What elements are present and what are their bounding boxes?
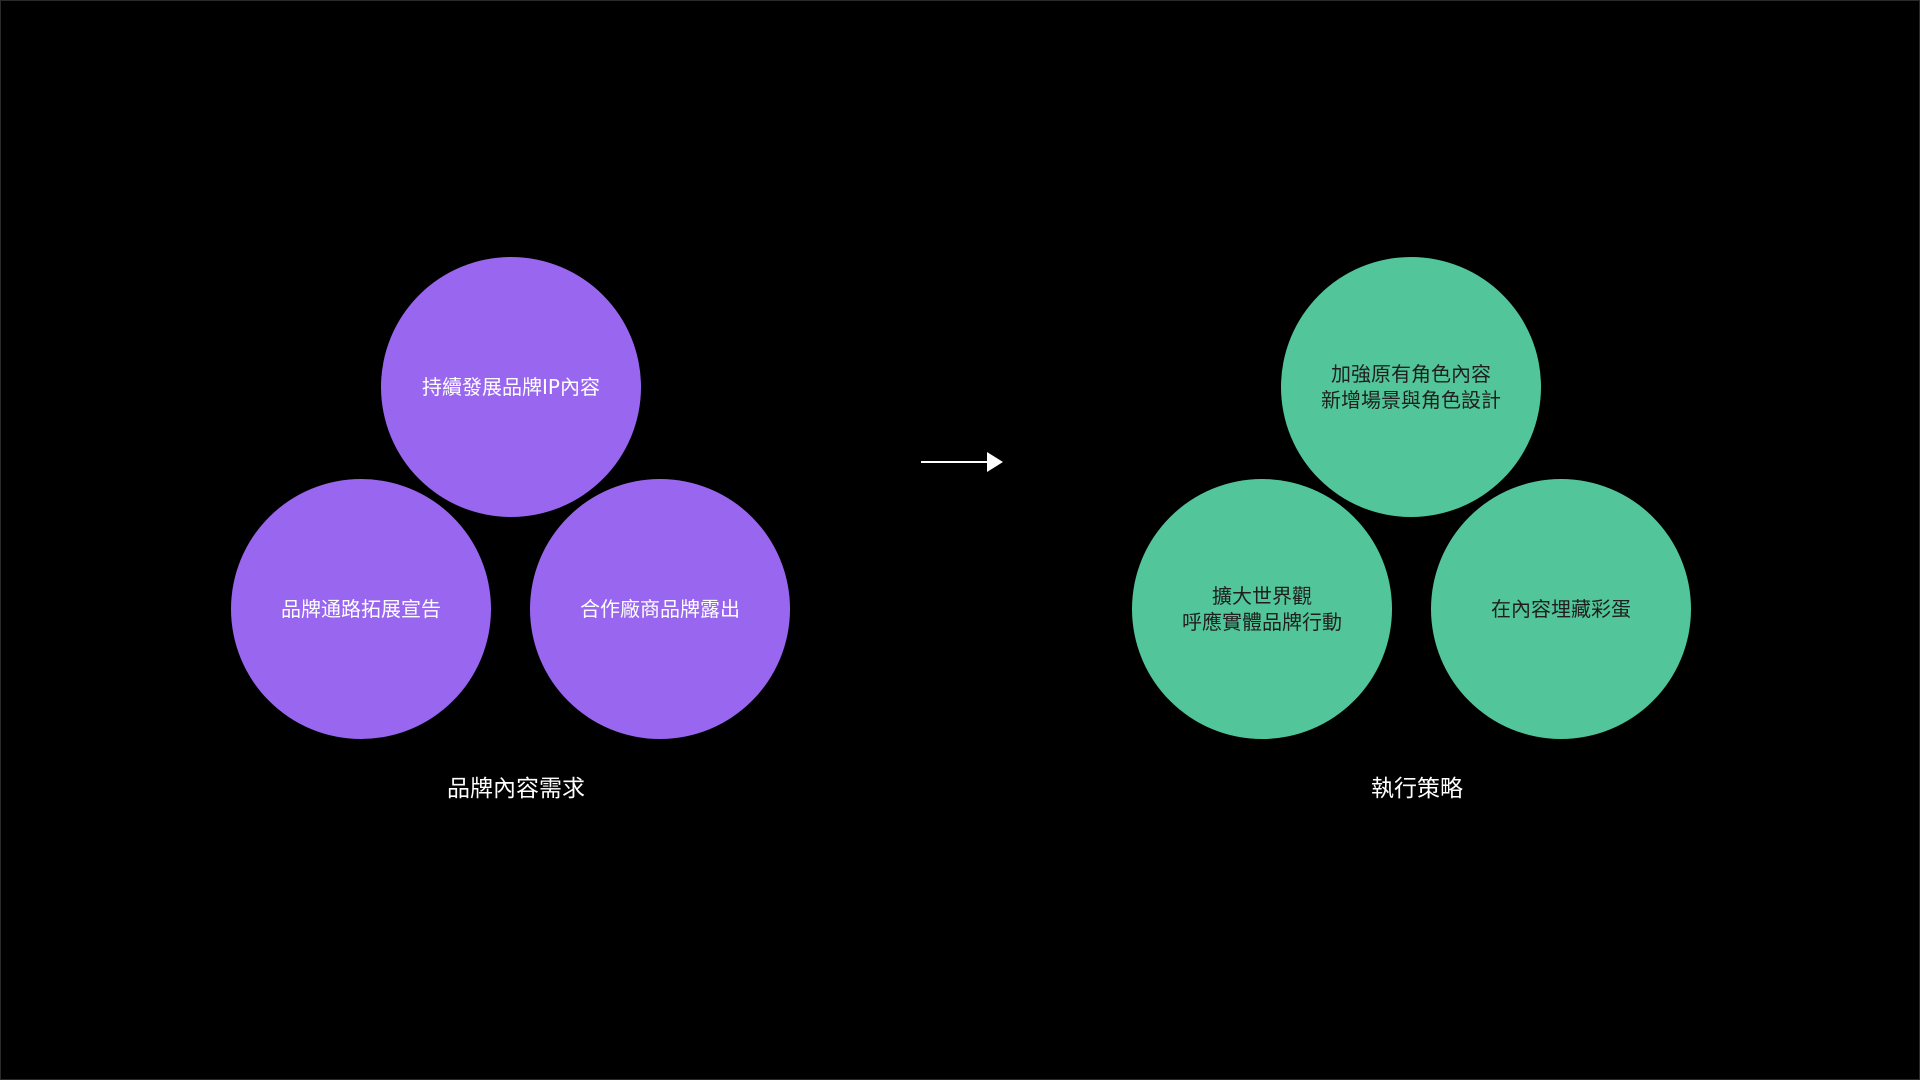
circle-worldview: 擴大世界觀 呼應實體品牌行動 [1132,479,1392,739]
circle-text-line-2: 呼應實體品牌行動 [1182,610,1342,634]
circle-text-line-2: 新增場景與角色設計 [1321,388,1501,412]
circle-text-line-1: 加強原有角色內容 [1331,362,1491,386]
circle-ip-content: 持續發展品牌IP內容 [381,257,641,517]
execution-strategy-label: 執行策略 [1371,776,1463,802]
circle-text: 合作廠商品牌露出 [580,597,740,621]
circle-character-design: 加強原有角色內容 新增場景與角色設計 [1281,257,1541,517]
right-arrow-icon [921,452,1003,472]
circle-easter-eggs: 在內容埋藏彩蛋 [1431,479,1691,739]
circle-text: 在內容埋藏彩蛋 [1491,597,1631,621]
brand-content-needs-label: 品牌內容需求 [447,776,585,802]
circle-text: 持續發展品牌IP內容 [422,375,600,399]
circle-channel-expansion: 品牌通路拓展宣告 [231,479,491,739]
circle-text-line-1: 擴大世界觀 [1212,584,1312,608]
circle-partner-exposure: 合作廠商品牌露出 [530,479,790,739]
circle-text: 品牌通路拓展宣告 [281,597,441,621]
